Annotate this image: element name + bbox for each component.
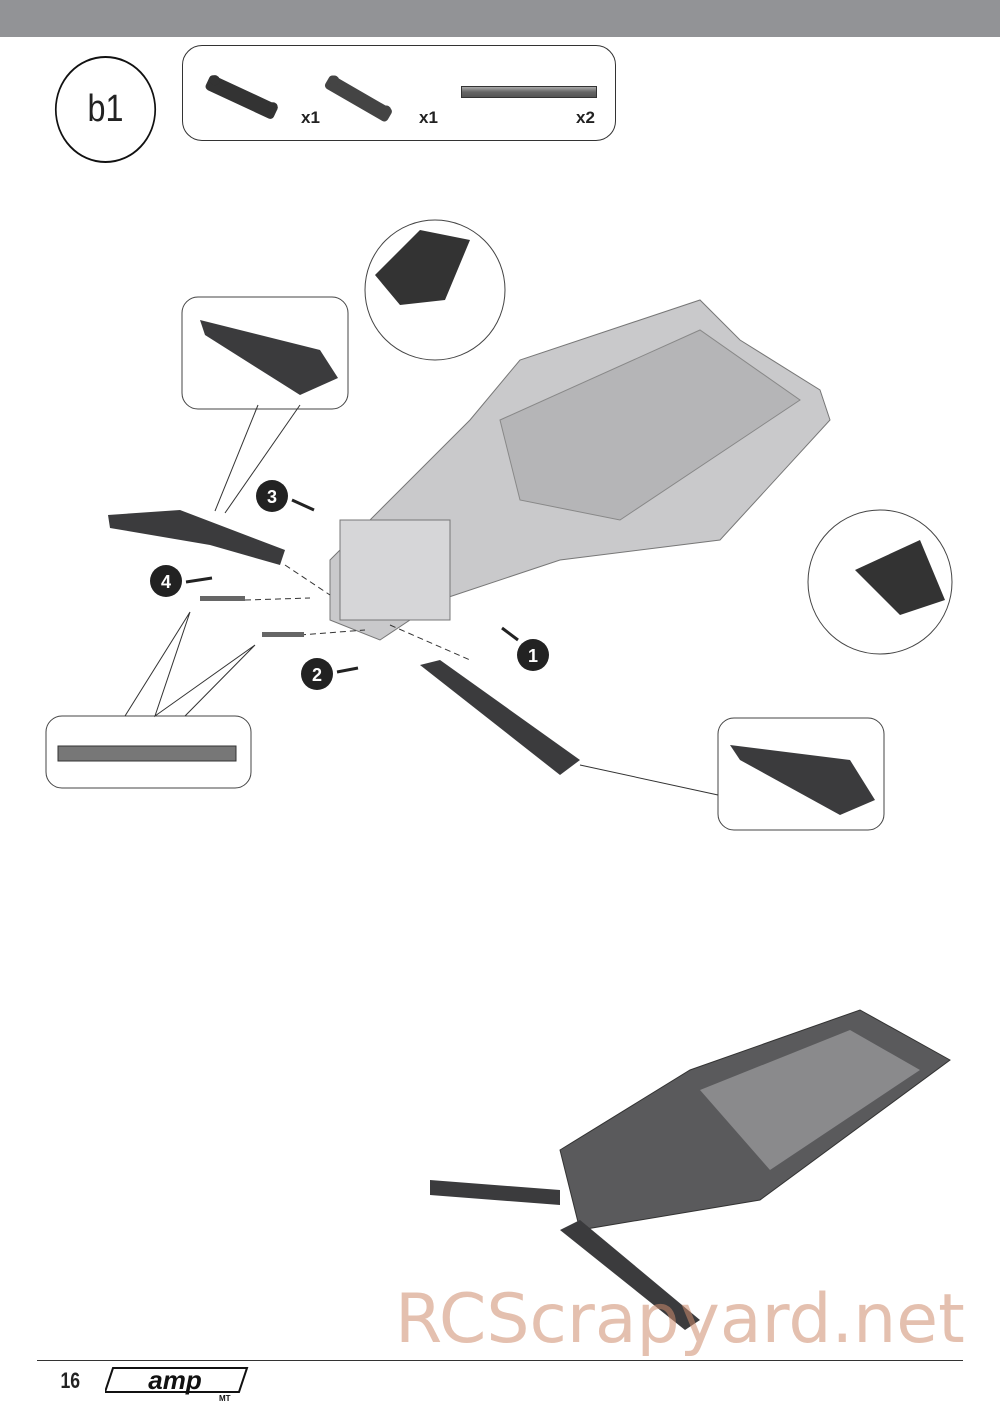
step-label: b1	[54, 56, 157, 163]
svg-text:2: 2	[312, 665, 322, 685]
part-qty: x2	[576, 108, 595, 127]
hinge-pin-icon	[461, 86, 597, 98]
page-number: 16	[60, 1368, 81, 1393]
callout-4: 4	[150, 565, 213, 597]
suspension-arm-drawing	[420, 660, 580, 775]
svg-text:MT: MT	[219, 1394, 231, 1403]
header-bar	[0, 0, 1000, 37]
parts-list: x1 x1 x2	[182, 45, 616, 141]
callout-3: 3	[256, 480, 315, 512]
callout-1: 1	[501, 626, 549, 671]
suspension-arm-drawing	[108, 510, 285, 565]
svg-text:1: 1	[528, 646, 538, 666]
callout-2: 2	[301, 658, 359, 690]
footer-divider	[37, 1360, 963, 1361]
suspension-arm-icons	[205, 75, 392, 122]
svg-text:3: 3	[267, 487, 277, 507]
amp-logo: amp MT	[105, 1365, 249, 1403]
part-qty: x1	[419, 108, 438, 127]
part-qty: x1	[301, 108, 320, 127]
assembly-illustration: 1 2 3 4	[45, 219, 953, 1330]
svg-text:4: 4	[161, 572, 171, 592]
svg-text:amp: amp	[148, 1365, 202, 1395]
watermark: RCScrapyard.net	[395, 1280, 965, 1359]
